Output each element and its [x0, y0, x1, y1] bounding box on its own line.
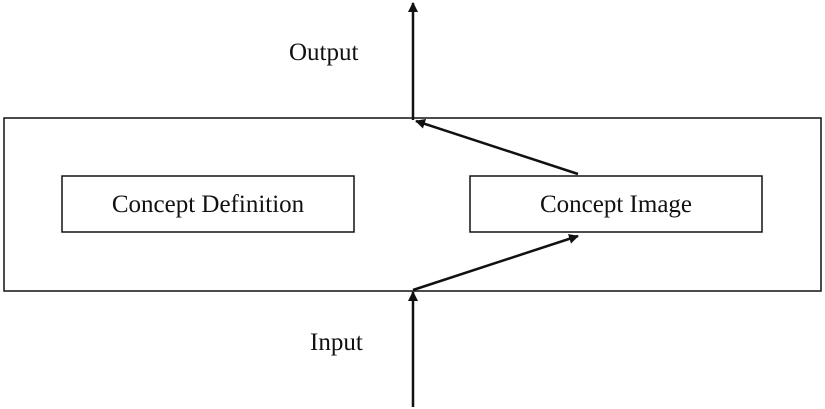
- concept-definition-box: [61, 175, 355, 233]
- output-label: Output: [289, 39, 359, 66]
- input-label: Input: [310, 329, 363, 356]
- image-to-output-arrow: [415, 119, 579, 176]
- input-to-image-arrow: [412, 234, 579, 292]
- concept-image-box: [469, 175, 763, 233]
- concept-image-label: Concept Image: [540, 191, 692, 218]
- concept-definition-label: Concept Definition: [112, 191, 305, 218]
